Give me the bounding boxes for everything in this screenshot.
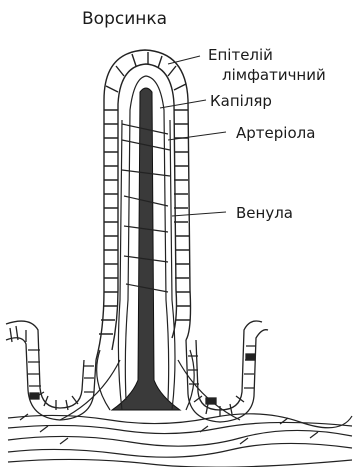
epithelium-label: Епітелій — [208, 48, 273, 63]
lymphatic-label: лімфатичний — [222, 68, 326, 83]
arteriole-label: Артеріола — [236, 126, 315, 141]
left-crypt-epithelium — [6, 321, 96, 420]
venule-label: Венула — [236, 206, 293, 221]
right-crypt-epithelium — [186, 321, 268, 422]
villus-title: Ворсинка — [82, 11, 167, 28]
capillary-label: Капіляр — [210, 94, 272, 109]
connective-tissue-base — [8, 414, 352, 467]
